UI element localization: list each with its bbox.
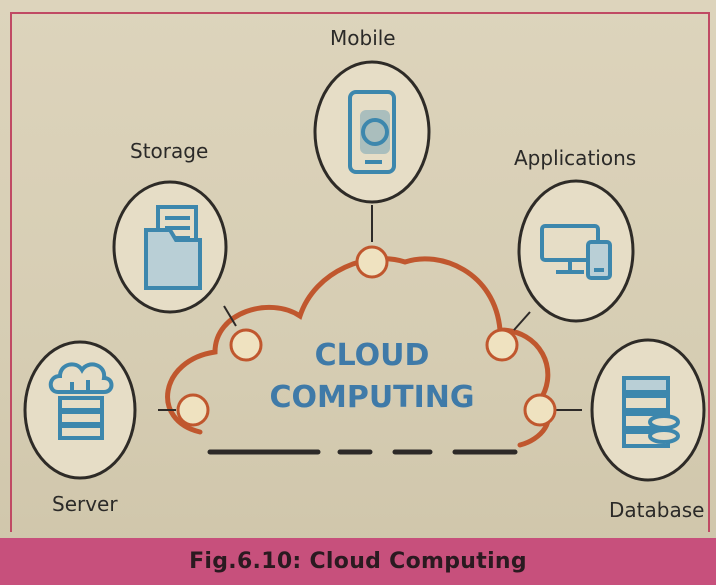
figure-caption: Fig.6.10: Cloud Computing [189,549,527,574]
label-mobile: Mobile [330,26,396,50]
label-database: Database [609,498,705,522]
devices-icon [540,224,612,280]
database-icon [622,376,680,448]
connector-lines [158,205,582,411]
figure-frame [10,12,710,532]
server-node [23,340,137,480]
connector-nodes [176,245,557,427]
label-storage: Storage [130,139,209,163]
mobile-phone-icon [348,90,396,174]
cloud-computing-diagram: CLOUD COMPUTING [23,60,706,482]
cloud-title-line1: CLOUD [315,338,430,373]
storage-node [112,180,228,314]
cloud-outline [165,256,551,448]
caption-bar: Fig.6.10: Cloud Computing [0,538,716,585]
database-node [590,338,706,482]
label-applications: Applications [514,146,637,170]
label-server: Server [52,492,118,516]
mobile-node [313,60,431,204]
cloud-server-icon [48,362,114,440]
applications-node [517,179,635,323]
folder-document-icon [144,205,202,290]
cloud-title-line2: COMPUTING [269,380,474,415]
